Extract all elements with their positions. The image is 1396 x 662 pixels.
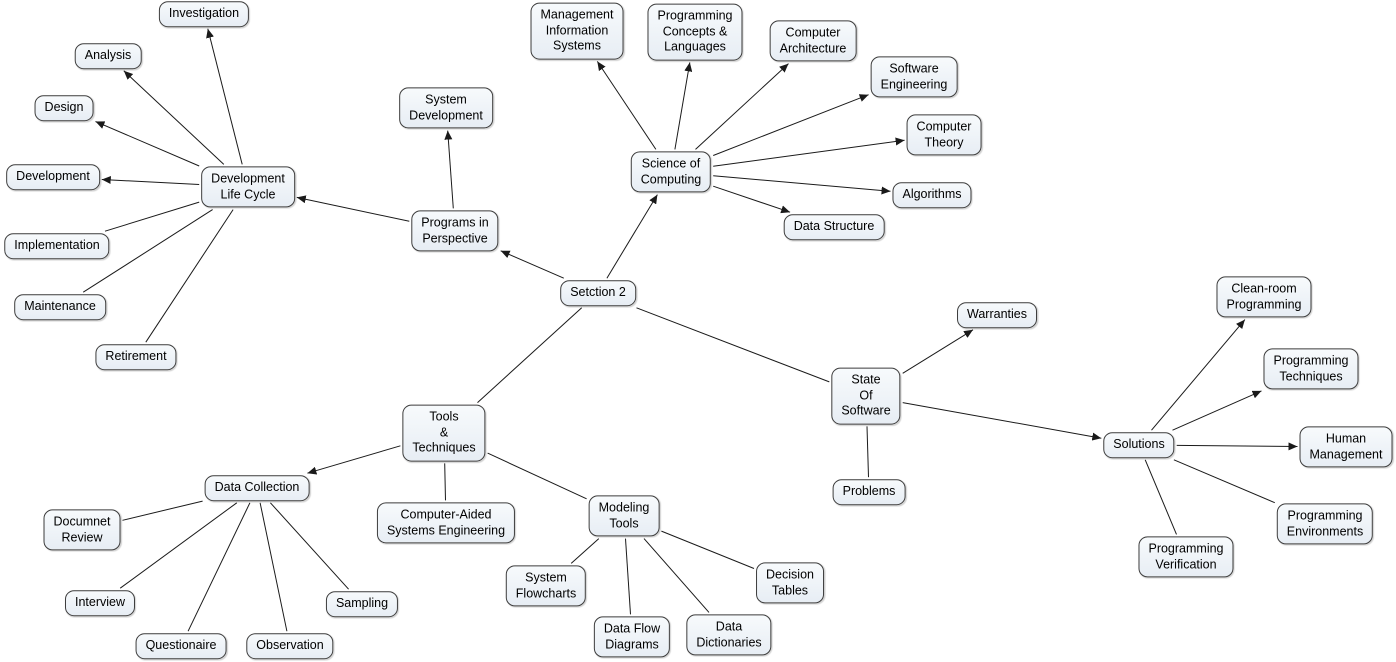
node-warranties[interactable]: Warranties: [957, 302, 1037, 328]
node-tools-techniques[interactable]: Tools & Techniques: [402, 404, 486, 462]
node-management-information-systems[interactable]: Management Information Systems: [530, 2, 624, 60]
node-human-management[interactable]: Human Management: [1299, 426, 1393, 468]
edge-development-life-cycle--design: [95, 121, 200, 167]
edge-solutions--programming-environments: [1173, 459, 1275, 504]
edge-science-of-computing--programming-concepts-languages: [674, 62, 693, 150]
node-programs-in-perspective[interactable]: Programs in Perspective: [411, 210, 499, 252]
node-analysis[interactable]: Analysis: [74, 43, 142, 69]
node-development-life-cycle[interactable]: Development Life Cycle: [201, 166, 295, 208]
node-investigation[interactable]: Investigation: [158, 1, 250, 27]
edge-data-collection--documnet-review: [122, 500, 203, 521]
edge-state-of-software--warranties: [902, 329, 974, 374]
node-computer-architecture[interactable]: Computer Architecture: [769, 20, 857, 62]
edge-data-collection--observation: [259, 502, 288, 632]
node-documnet-review[interactable]: Documnet Review: [43, 509, 121, 551]
edge-setction-2--tools-techniques: [477, 307, 583, 403]
node-retirement[interactable]: Retirement: [95, 344, 177, 370]
edge-development-life-cycle--implementation: [104, 201, 200, 232]
node-programming-concepts-languages[interactable]: Programming Concepts & Languages: [647, 3, 743, 61]
node-development[interactable]: Development: [6, 164, 100, 190]
edge-development-life-cycle--analysis: [123, 70, 225, 165]
edge-setction-2--science-of-computing: [606, 194, 658, 279]
edge-state-of-software--problems: [866, 426, 869, 478]
edge-solutions--programming-techniques: [1172, 390, 1262, 431]
edge-setction-2--programs-in-perspective: [500, 250, 564, 279]
node-algorithms[interactable]: Algorithms: [892, 182, 972, 208]
edge-science-of-computing--data-structure: [713, 185, 791, 214]
node-data-flow-diagrams[interactable]: Data Flow Diagrams: [593, 616, 671, 658]
node-sampling[interactable]: Sampling: [325, 591, 399, 617]
node-computer-aided-systems-engineering[interactable]: Computer-Aided Systems Engineering: [376, 502, 516, 544]
node-observation[interactable]: Observation: [246, 633, 334, 659]
node-data-dictionaries[interactable]: Data Dictionaries: [686, 614, 772, 656]
node-maintenance[interactable]: Maintenance: [14, 294, 106, 320]
node-state-of-software[interactable]: State Of Software: [831, 367, 901, 425]
node-data-collection[interactable]: Data Collection: [204, 475, 310, 501]
edge-science-of-computing--software-engineering: [713, 94, 869, 156]
edge-development-life-cycle--development: [101, 175, 200, 185]
edge-tools-techniques--computer-aided-systems-engineering: [444, 463, 446, 501]
edge-science-of-computing--computer-architecture: [695, 63, 789, 150]
node-problems[interactable]: Problems: [832, 479, 906, 505]
edge-development-life-cycle--investigation: [206, 28, 243, 165]
edge-science-of-computing--management-information-systems: [596, 61, 657, 150]
edge-modeling-tools--decision-tables: [661, 530, 755, 569]
edge-data-collection--sampling: [270, 502, 349, 590]
edge-modeling-tools--system-flowcharts: [570, 538, 600, 564]
node-decision-tables[interactable]: Decision Tables: [756, 562, 824, 604]
node-implementation[interactable]: Implementation: [4, 233, 110, 259]
edge-science-of-computing--computer-theory: [713, 137, 905, 167]
edge-solutions--programming-verification: [1144, 459, 1177, 535]
node-setction-2[interactable]: Setction 2: [560, 280, 636, 306]
edge-development-life-cycle--retirement: [145, 209, 234, 343]
node-computer-theory[interactable]: Computer Theory: [906, 114, 982, 156]
node-modeling-tools[interactable]: Modeling Tools: [588, 495, 660, 537]
edge-modeling-tools--data-dictionaries: [643, 538, 710, 613]
edge-development-life-cycle--maintenance: [82, 209, 213, 293]
edge-tools-techniques--modeling-tools: [487, 452, 587, 500]
edge-data-collection--questionaire: [187, 502, 251, 632]
edge-programs-in-perspective--system-development: [444, 130, 454, 209]
node-clean-room-programming[interactable]: Clean-room Programming: [1216, 276, 1312, 318]
node-solutions[interactable]: Solutions: [1103, 432, 1175, 458]
edge-modeling-tools--data-flow-diagrams: [625, 538, 631, 615]
edge-programs-in-perspective--development-life-cycle: [296, 195, 410, 222]
node-programming-techniques[interactable]: Programming Techniques: [1263, 348, 1359, 390]
node-questionaire[interactable]: Questionaire: [135, 633, 227, 659]
edge-state-of-software--solutions: [902, 402, 1102, 441]
node-software-engineering[interactable]: Software Engineering: [870, 56, 958, 98]
node-programming-verification[interactable]: Programming Verification: [1138, 536, 1234, 578]
node-science-of-computing[interactable]: Science of Computing: [630, 151, 712, 193]
edge-tools-techniques--data-collection: [307, 445, 401, 475]
node-programming-environments[interactable]: Programming Environments: [1276, 503, 1374, 545]
edge-solutions--clean-room-programming: [1151, 319, 1246, 431]
node-system-flowcharts[interactable]: System Flowcharts: [505, 565, 587, 607]
node-interview[interactable]: Interview: [64, 590, 136, 616]
edge-science-of-computing--algorithms: [713, 175, 891, 195]
edge-solutions--human-management: [1176, 442, 1298, 451]
node-system-development[interactable]: System Development: [399, 87, 493, 129]
node-data-structure[interactable]: Data Structure: [783, 214, 885, 240]
edge-setction-2--state-of-software: [636, 307, 830, 383]
edge-data-collection--interview: [119, 502, 238, 589]
node-design[interactable]: Design: [34, 95, 94, 121]
